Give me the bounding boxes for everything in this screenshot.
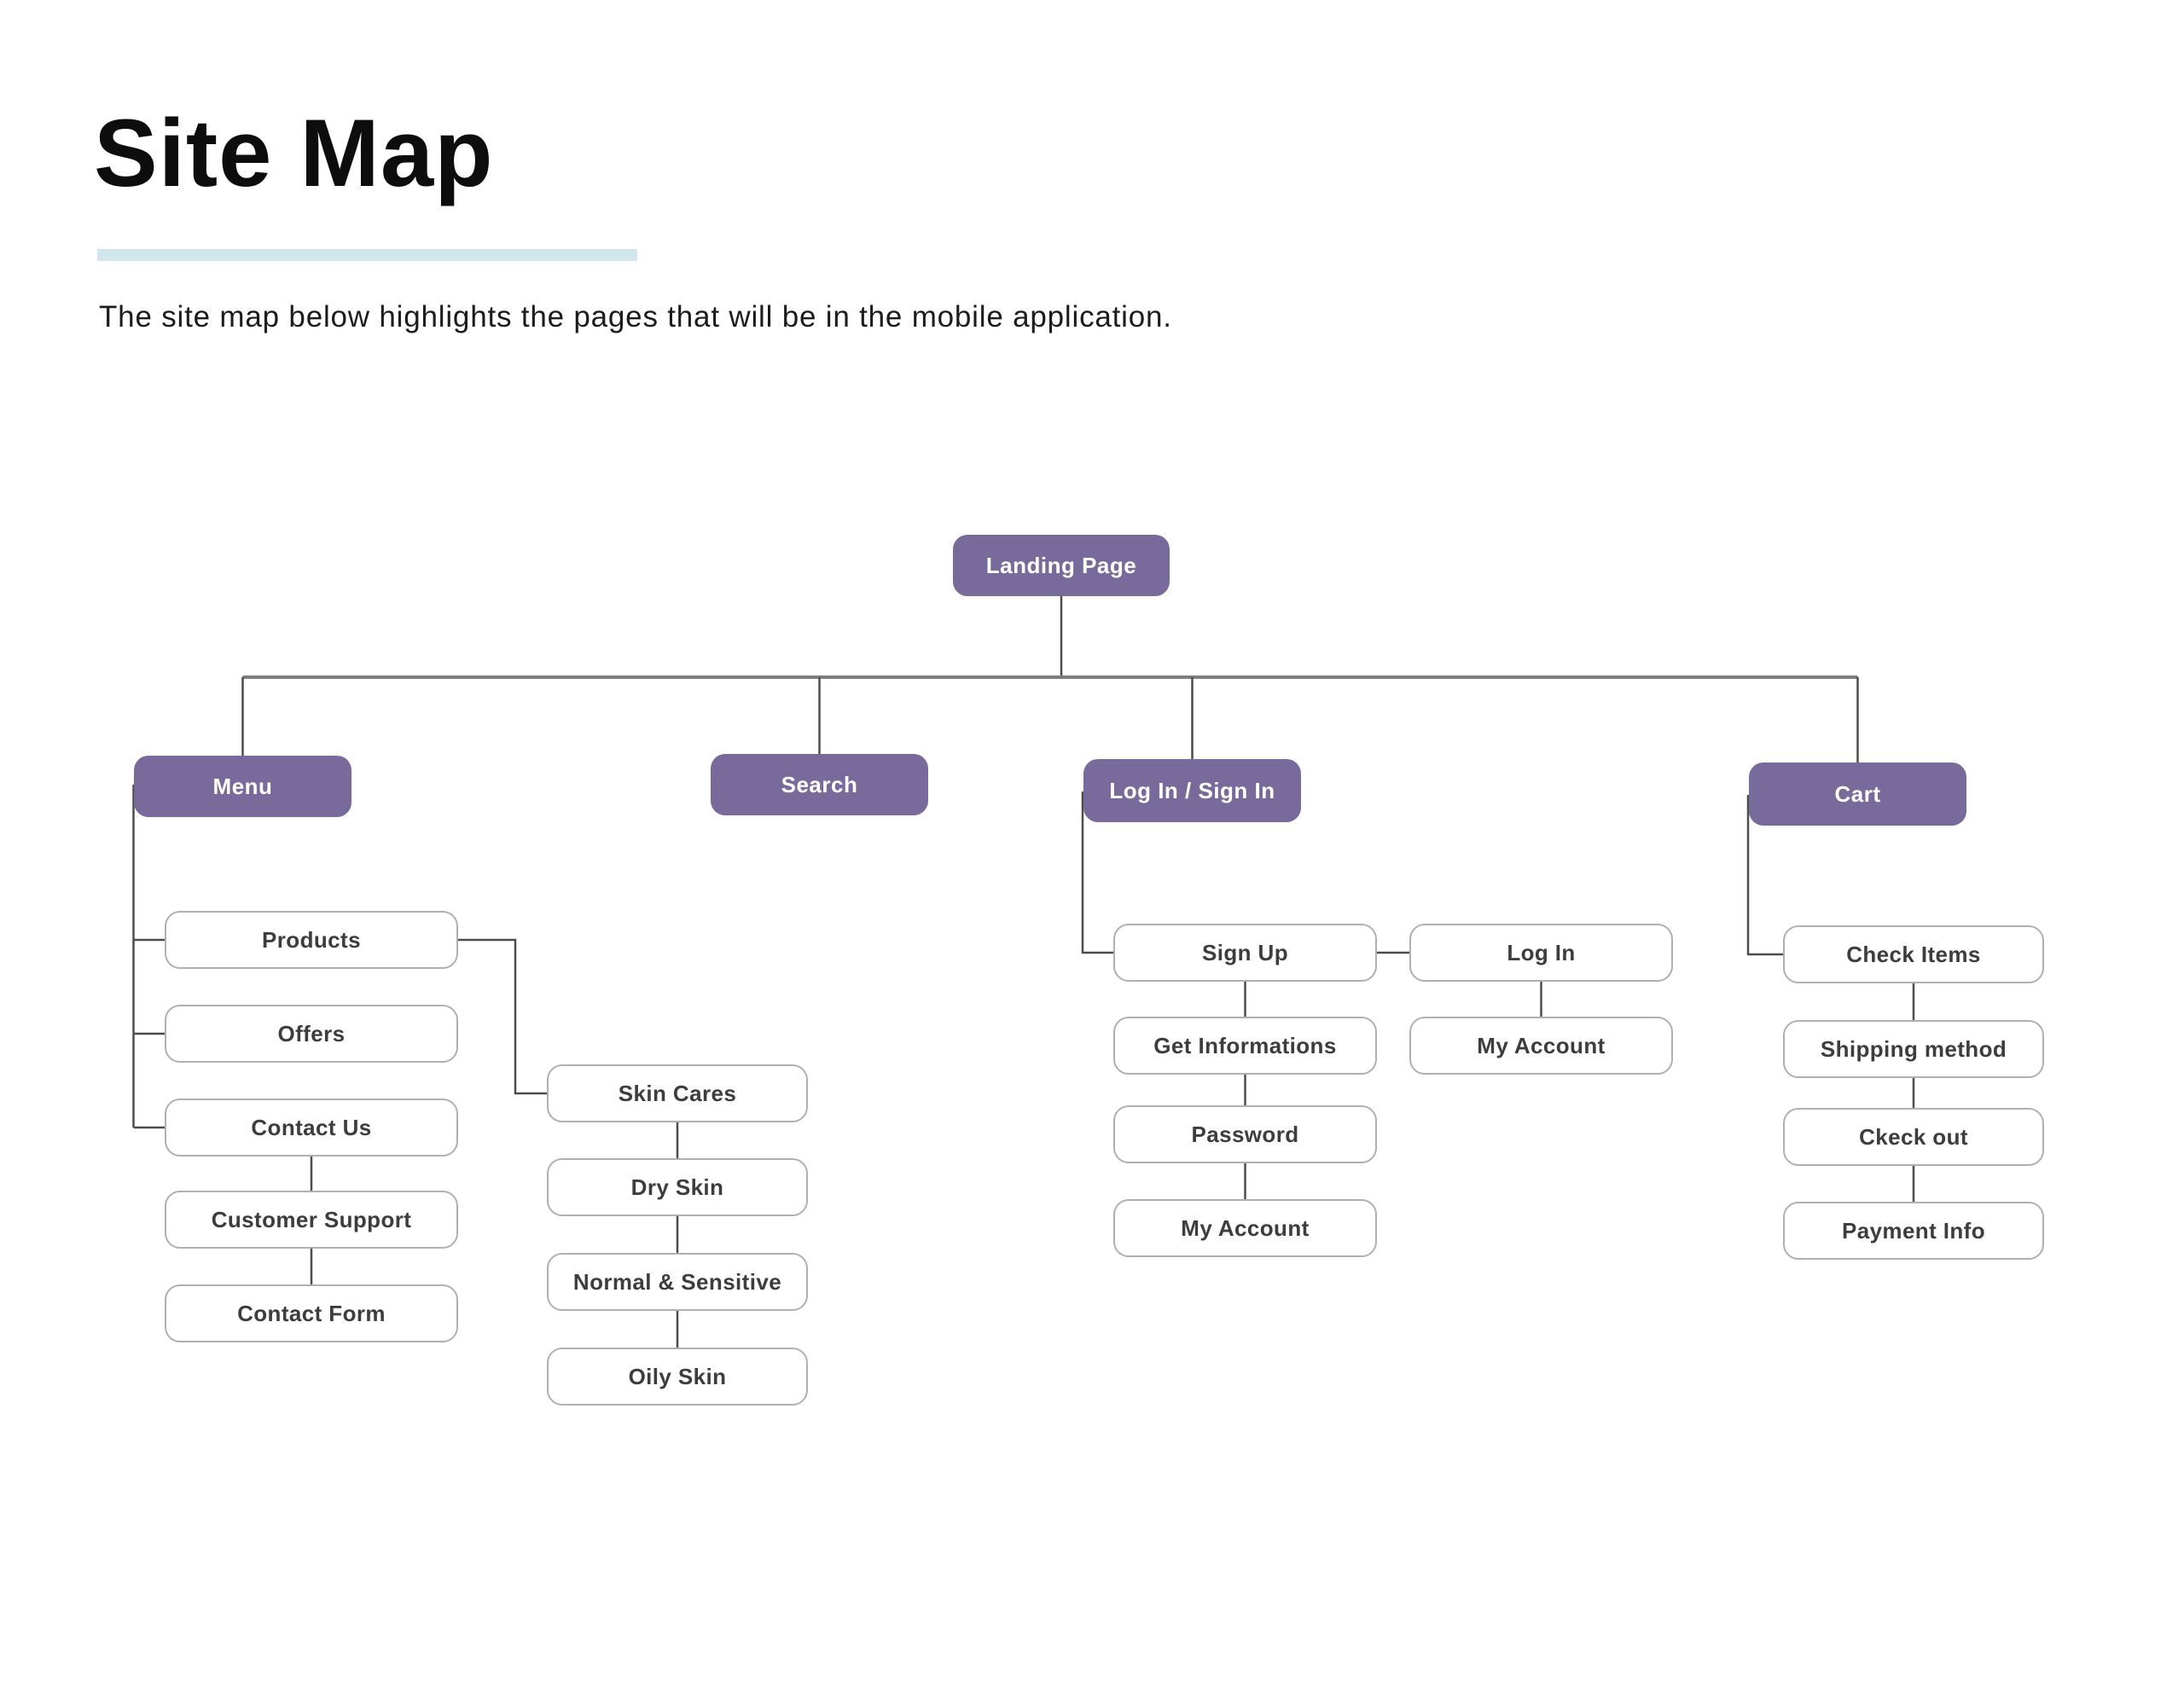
- edge-login-to-sign-up: [1081, 791, 1113, 954]
- title-underline-decoration: [97, 249, 637, 261]
- node-my-account-signup: My Account: [1113, 1199, 1377, 1257]
- node-shipping-method: Shipping method: [1783, 1020, 2044, 1078]
- node-contact-form: Contact Form: [165, 1284, 458, 1342]
- node-password: Password: [1113, 1105, 1377, 1163]
- edge-cart-to-check-items: [1746, 795, 1783, 956]
- node-customer-support: Customer Support: [165, 1191, 458, 1249]
- node-log-in-sign-in: Log In / Sign In: [1083, 759, 1301, 822]
- node-oily-skin: Oily Skin: [547, 1348, 808, 1406]
- node-sign-up: Sign Up: [1113, 924, 1377, 982]
- node-products: Products: [165, 911, 458, 969]
- node-payment-info: Payment Info: [1783, 1202, 2044, 1260]
- page-subtitle: The site map below highlights the pages …: [99, 300, 1172, 333]
- page-title: Site Map: [94, 100, 494, 206]
- node-landing-page: Landing Page: [953, 535, 1170, 596]
- node-offers: Offers: [165, 1005, 458, 1063]
- node-get-informations: Get Informations: [1113, 1017, 1377, 1075]
- node-skin-cares: Skin Cares: [547, 1064, 808, 1122]
- node-contact-us: Contact Us: [165, 1099, 458, 1157]
- node-my-account-login: My Account: [1409, 1017, 1673, 1075]
- node-log-in: Log In: [1409, 924, 1673, 982]
- node-cart: Cart: [1749, 762, 1966, 826]
- node-menu: Menu: [134, 756, 351, 817]
- node-check-items: Check Items: [1783, 925, 2044, 983]
- edge-products-to-skin-cares: [458, 938, 547, 1095]
- node-search: Search: [711, 754, 928, 815]
- node-dry-skin: Dry Skin: [547, 1158, 808, 1216]
- node-normal-sensitive: Normal & Sensitive: [547, 1253, 808, 1311]
- node-ckeck-out: Ckeck out: [1783, 1108, 2044, 1166]
